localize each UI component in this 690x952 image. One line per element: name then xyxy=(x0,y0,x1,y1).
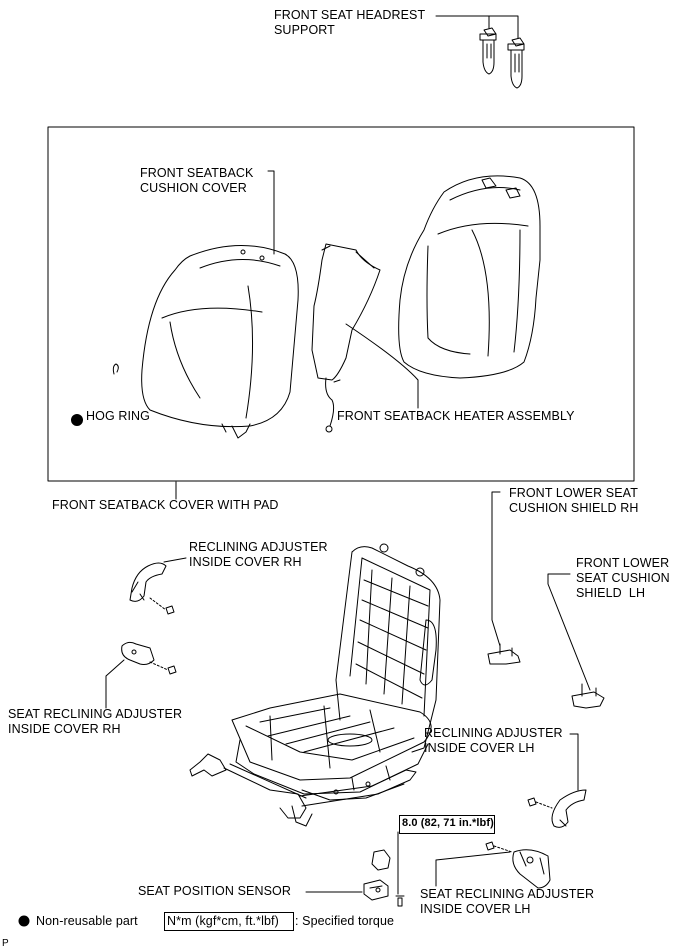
seatback-cover-with-pad-drawing xyxy=(398,175,541,379)
label-torque-value: 8.0 (82, 71 in.*lbf) xyxy=(402,817,494,829)
seat-position-sensor-drawing xyxy=(305,831,405,907)
seat-reclining-adjuster-inside-cover-lh-drawing xyxy=(435,841,551,889)
label-hog-ring: HOG RING xyxy=(86,409,150,423)
legend-torque-box xyxy=(164,912,294,931)
seat-reclining-adjuster-inside-cover-rh-drawing xyxy=(105,641,177,709)
label-headrest-support: FRONT SEAT HEADREST SUPPORT xyxy=(274,8,426,37)
leader-headrest-support xyxy=(435,15,519,39)
seat-frame-drawing xyxy=(189,543,441,827)
legend-torque-unit: N*m (kgf*cm, ft.*lbf) xyxy=(167,914,279,928)
reclining-adjuster-inside-cover-rh-drawing xyxy=(129,557,187,615)
corner-mark: P xyxy=(2,938,9,949)
legend-specified-torque: : Specified torque xyxy=(295,914,395,928)
headrest-support-parts xyxy=(479,27,525,89)
seatback-assembly-frame xyxy=(47,126,635,482)
reclining-adjuster-inside-cover-lh-drawing xyxy=(527,733,587,828)
label-seat-position-sensor: SEAT POSITION SENSOR xyxy=(138,884,291,898)
legend-non-reusable-dot xyxy=(18,915,30,927)
lower-shield-lh-drawing xyxy=(547,573,605,709)
hog-ring-non-reusable-dot xyxy=(71,414,83,426)
label-reclining-inside-cover-lh: RECLINING ADJUSTER INSIDE COVER LH xyxy=(424,726,563,755)
hog-ring-drawing xyxy=(112,363,119,375)
label-seatback-heater: FRONT SEATBACK HEATER ASSEMBLY xyxy=(337,409,575,423)
torque-box xyxy=(399,815,495,834)
legend-non-reusable-text: Non-reusable part xyxy=(36,914,138,928)
lower-shield-rh-drawing xyxy=(487,491,521,665)
label-lower-shield-rh: FRONT LOWER SEAT CUSHION SHIELD RH xyxy=(509,486,639,515)
label-reclining-inside-cover-rh: RECLINING ADJUSTER INSIDE COVER RH xyxy=(189,540,328,569)
label-seat-reclining-inside-cover-rh: SEAT RECLINING ADJUSTER INSIDE COVER RH xyxy=(8,707,183,736)
label-lower-shield-lh: FRONT LOWER SEAT CUSHION SHIELD LH xyxy=(576,556,670,600)
seatback-cushion-cover-drawing xyxy=(141,245,299,439)
leader-seatback-heater xyxy=(345,323,419,409)
label-seat-reclining-inside-cover-lh: SEAT RECLINING ADJUSTER INSIDE COVER LH xyxy=(420,887,595,916)
label-seatback-cushion-cover: FRONT SEATBACK CUSHION COVER xyxy=(140,166,254,195)
label-seatback-cover-with-pad: FRONT SEATBACK COVER WITH PAD xyxy=(52,498,279,512)
seatback-heater-drawing xyxy=(311,243,381,433)
leader-seatback-cushion-cover xyxy=(267,170,275,255)
